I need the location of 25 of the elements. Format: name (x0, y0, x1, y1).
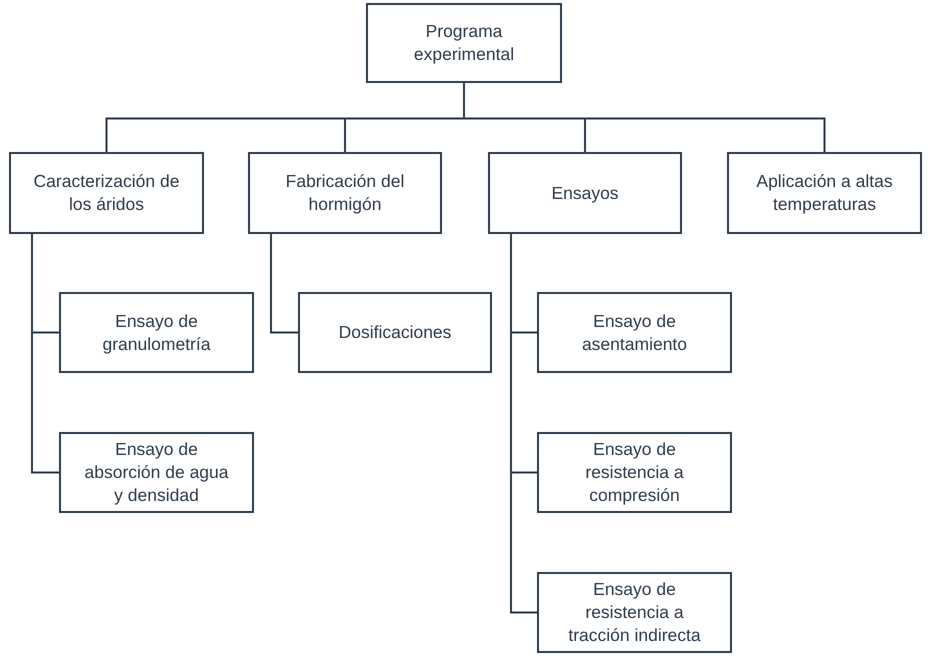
process-box (366, 3, 562, 83)
box-label: Aplicación a altas temperaturas (755, 170, 894, 216)
process-box (727, 152, 922, 234)
process-box (59, 432, 254, 513)
box-label: Ensayo de granulometría (102, 310, 212, 356)
box-label: Caracterización de los áridos (32, 170, 180, 216)
process-box (488, 152, 682, 234)
box-label: Programa experimental (412, 20, 516, 66)
box-label: Ensayo de resistencia a tracción indirecta (567, 578, 702, 647)
process-box (298, 292, 492, 373)
box-label: Fabricación del hormigón (284, 170, 406, 216)
connector-line (270, 234, 298, 334)
box-label: Dosificaciones (338, 321, 452, 344)
box-label: Ensayo de resistencia a compresión (584, 438, 685, 507)
process-box (248, 152, 442, 234)
box-label: Ensayo de asentamiento (580, 310, 688, 356)
process-box (9, 152, 204, 234)
box-label: Ensayos (551, 182, 619, 204)
process-box (537, 292, 732, 373)
connector-line (510, 234, 537, 614)
process-box (59, 292, 254, 373)
connector-line (31, 234, 59, 474)
process-box (537, 432, 732, 513)
box-label: Ensayo de absorción de agua y densidad (84, 438, 230, 507)
process-box (537, 572, 732, 653)
